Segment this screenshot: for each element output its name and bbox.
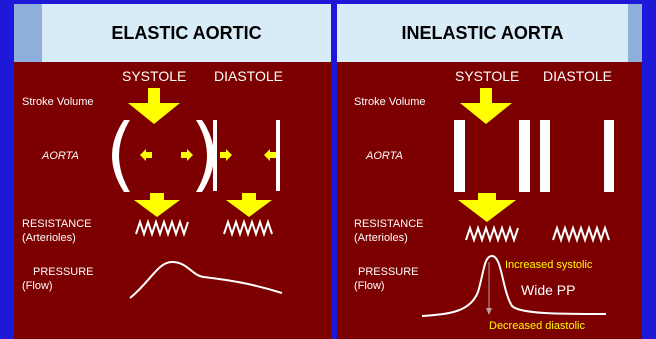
left-diastole-arrow-in-right (264, 149, 276, 161)
left-stroke-volume-arrow (128, 88, 180, 124)
left-resistance-arrow-systole (134, 193, 180, 217)
left-pressure-curve (130, 262, 282, 298)
left-resistor-diastole (224, 222, 272, 234)
pulse-pressure-arrowhead (486, 308, 492, 315)
right-systole-wall-left (454, 120, 465, 192)
right-systole-wall-right (519, 120, 530, 192)
left-diastole-wall-right (276, 120, 280, 191)
left-systole-arrow-out-right (181, 149, 193, 161)
left-aorta-paren-right (196, 120, 214, 192)
left-diastole-arrow-in-left (220, 149, 232, 161)
left-aorta-paren-left (112, 120, 130, 192)
right-diastole-wall-right (604, 120, 614, 192)
left-resistance-arrow-diastole (226, 193, 272, 217)
right-stroke-volume-arrow (460, 88, 512, 124)
right-pressure-curve (422, 256, 606, 316)
right-diastole-wall-left (540, 120, 550, 192)
left-systole-arrow-out-left (140, 149, 152, 161)
left-resistor-systole (136, 222, 188, 234)
right-resistor-diastole (553, 228, 609, 240)
right-resistor-systole (466, 228, 518, 240)
left-diastole-wall-left (213, 120, 217, 191)
right-resistance-arrow (458, 193, 516, 222)
